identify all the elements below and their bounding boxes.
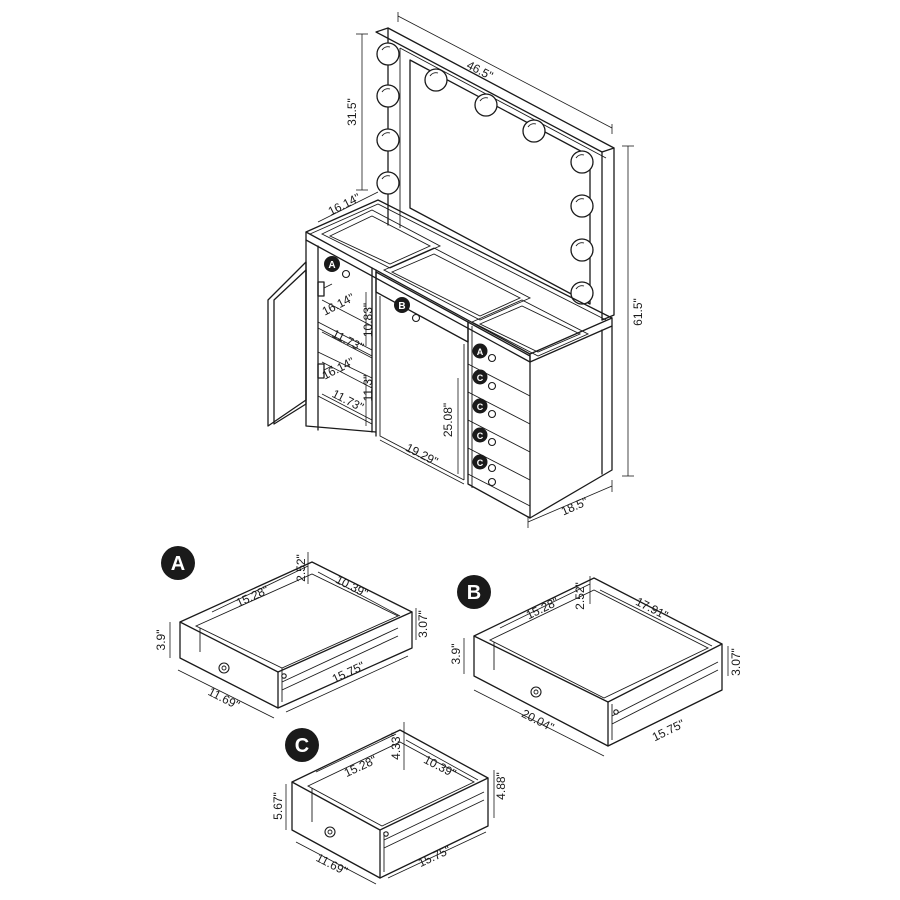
drawer-marker-label: C xyxy=(477,373,484,383)
drawer-c-inner-height: 4.33" xyxy=(389,732,403,760)
drawer-a-badge: A xyxy=(161,546,195,580)
knob-icon xyxy=(487,409,497,419)
drawer-c-dimension-lines xyxy=(285,722,495,885)
mirror xyxy=(375,27,615,321)
drawer-a-dimension-lines xyxy=(169,552,417,719)
bulb-icon xyxy=(570,150,594,174)
drawer-marker-label: A xyxy=(477,347,484,357)
bulb-icon xyxy=(376,84,400,108)
knob-icon xyxy=(530,686,542,698)
drawer-marker-label: B xyxy=(398,301,405,312)
knob-icon xyxy=(487,477,497,487)
mirror-bulbs xyxy=(376,42,594,305)
bulb-icon xyxy=(376,128,400,152)
drawer-marker-label: C xyxy=(477,402,484,412)
cabinet-depth-1-label: 16.14" xyxy=(320,290,357,318)
drawer-b-side-height: 3.07" xyxy=(729,648,743,676)
drawer-marker: A xyxy=(324,256,340,272)
drawer-c-front-width: 11.69" xyxy=(314,851,350,879)
vanity-dimension-lines xyxy=(317,12,634,528)
knee-width-label: 19.29" xyxy=(403,440,440,468)
drawer-marker: B xyxy=(394,297,410,313)
top-depth-label: 16.14" xyxy=(326,190,363,218)
drawer-a-front-width: 11.69" xyxy=(206,685,242,713)
knob-icon xyxy=(411,313,421,323)
knee-height-label: 25.08" xyxy=(441,403,455,437)
drawer-b-front-width: 20.04" xyxy=(519,706,556,734)
drawer-c-inner-width: 10.39" xyxy=(421,752,458,780)
drawer-b xyxy=(473,577,723,747)
bulb-icon xyxy=(424,68,448,92)
drawer-c-side-height: 4.88" xyxy=(494,772,508,800)
bulb-icon xyxy=(376,42,400,66)
drawer-a-front-height: 3.9" xyxy=(154,630,168,651)
drawer-marker: C xyxy=(472,454,488,470)
drawer-a-inner-height: 2.52" xyxy=(294,554,308,582)
drawer-marker-label: A xyxy=(328,260,335,271)
drawer-marker-label: C xyxy=(477,431,484,441)
knob-icon xyxy=(487,353,497,363)
bulb-icon xyxy=(474,93,498,117)
drawer-b-inner-height: 2.52" xyxy=(573,582,587,610)
knob-icon xyxy=(218,662,230,674)
drawer-a-inner-width: 10.39" xyxy=(333,572,370,600)
cabinet-depth-2-label: 16.14" xyxy=(320,354,357,382)
bulb-icon xyxy=(570,238,594,262)
drawer-c-letter: C xyxy=(295,735,309,757)
mirror-width-label: 46.5" xyxy=(464,58,495,83)
drawer-c-front-height: 5.67" xyxy=(271,792,285,820)
drawer-c xyxy=(291,729,489,879)
drawer-b-badge: B xyxy=(457,575,491,609)
bulb-icon xyxy=(376,171,400,195)
knob-icon xyxy=(487,437,497,447)
drawer-marker: C xyxy=(472,427,488,443)
drawer-marker: A xyxy=(472,343,488,359)
drawer-marker: C xyxy=(472,369,488,385)
bulb-icon xyxy=(570,194,594,218)
mirror-height-label: 31.5" xyxy=(345,98,359,126)
drawer-marker: C xyxy=(472,398,488,414)
drawer-b-front-height: 3.9" xyxy=(449,644,463,665)
drawer-b-letter: B xyxy=(467,582,481,604)
drawer-c-badge: C xyxy=(285,728,319,762)
bulb-icon xyxy=(522,119,546,143)
vanity-body xyxy=(267,199,613,519)
drawer-a-dimension-labels: 15.28" 10.39" 2.52" 3.07" 3.9" 11.69" 15… xyxy=(154,554,430,712)
knob-icon xyxy=(487,381,497,391)
drawer-b-outer-depth: 15.75" xyxy=(650,717,687,745)
drawer-a xyxy=(179,561,413,709)
drawer-a-inner-depth: 15.28" xyxy=(234,583,271,610)
knob-icon xyxy=(341,269,351,279)
bulb-icon xyxy=(570,281,594,305)
drawer-marker-label: C xyxy=(477,458,484,468)
drawer-b-inner-depth: 15.28" xyxy=(524,595,561,623)
cabinet-height-2-label: 11.3" xyxy=(361,375,375,402)
drawer-b-dimension-labels: 15.28" 17.91" 2.52" 3.07" 3.9" 20.04" 15… xyxy=(449,582,743,744)
total-height-label: 61.5" xyxy=(631,298,645,326)
drawer-b-inner-width: 17.91" xyxy=(633,594,670,622)
knob-icon xyxy=(324,826,336,838)
drawer-a-side-height: 3.07" xyxy=(416,610,430,638)
drawer-a-outer-depth: 15.75" xyxy=(330,659,367,686)
cabinet-height-1-label: 10.83" xyxy=(361,303,375,337)
knob-icon xyxy=(487,463,497,473)
drawer-b-dimension-lines xyxy=(463,576,729,757)
drawer-a-letter: A xyxy=(171,553,185,575)
vanity-dimension-labels: 46.5" 31.5" 61.5" 18.5" 16.14" 16.14" 10… xyxy=(320,58,645,518)
drawer-c-outer-depth: 15.75" xyxy=(416,843,453,870)
